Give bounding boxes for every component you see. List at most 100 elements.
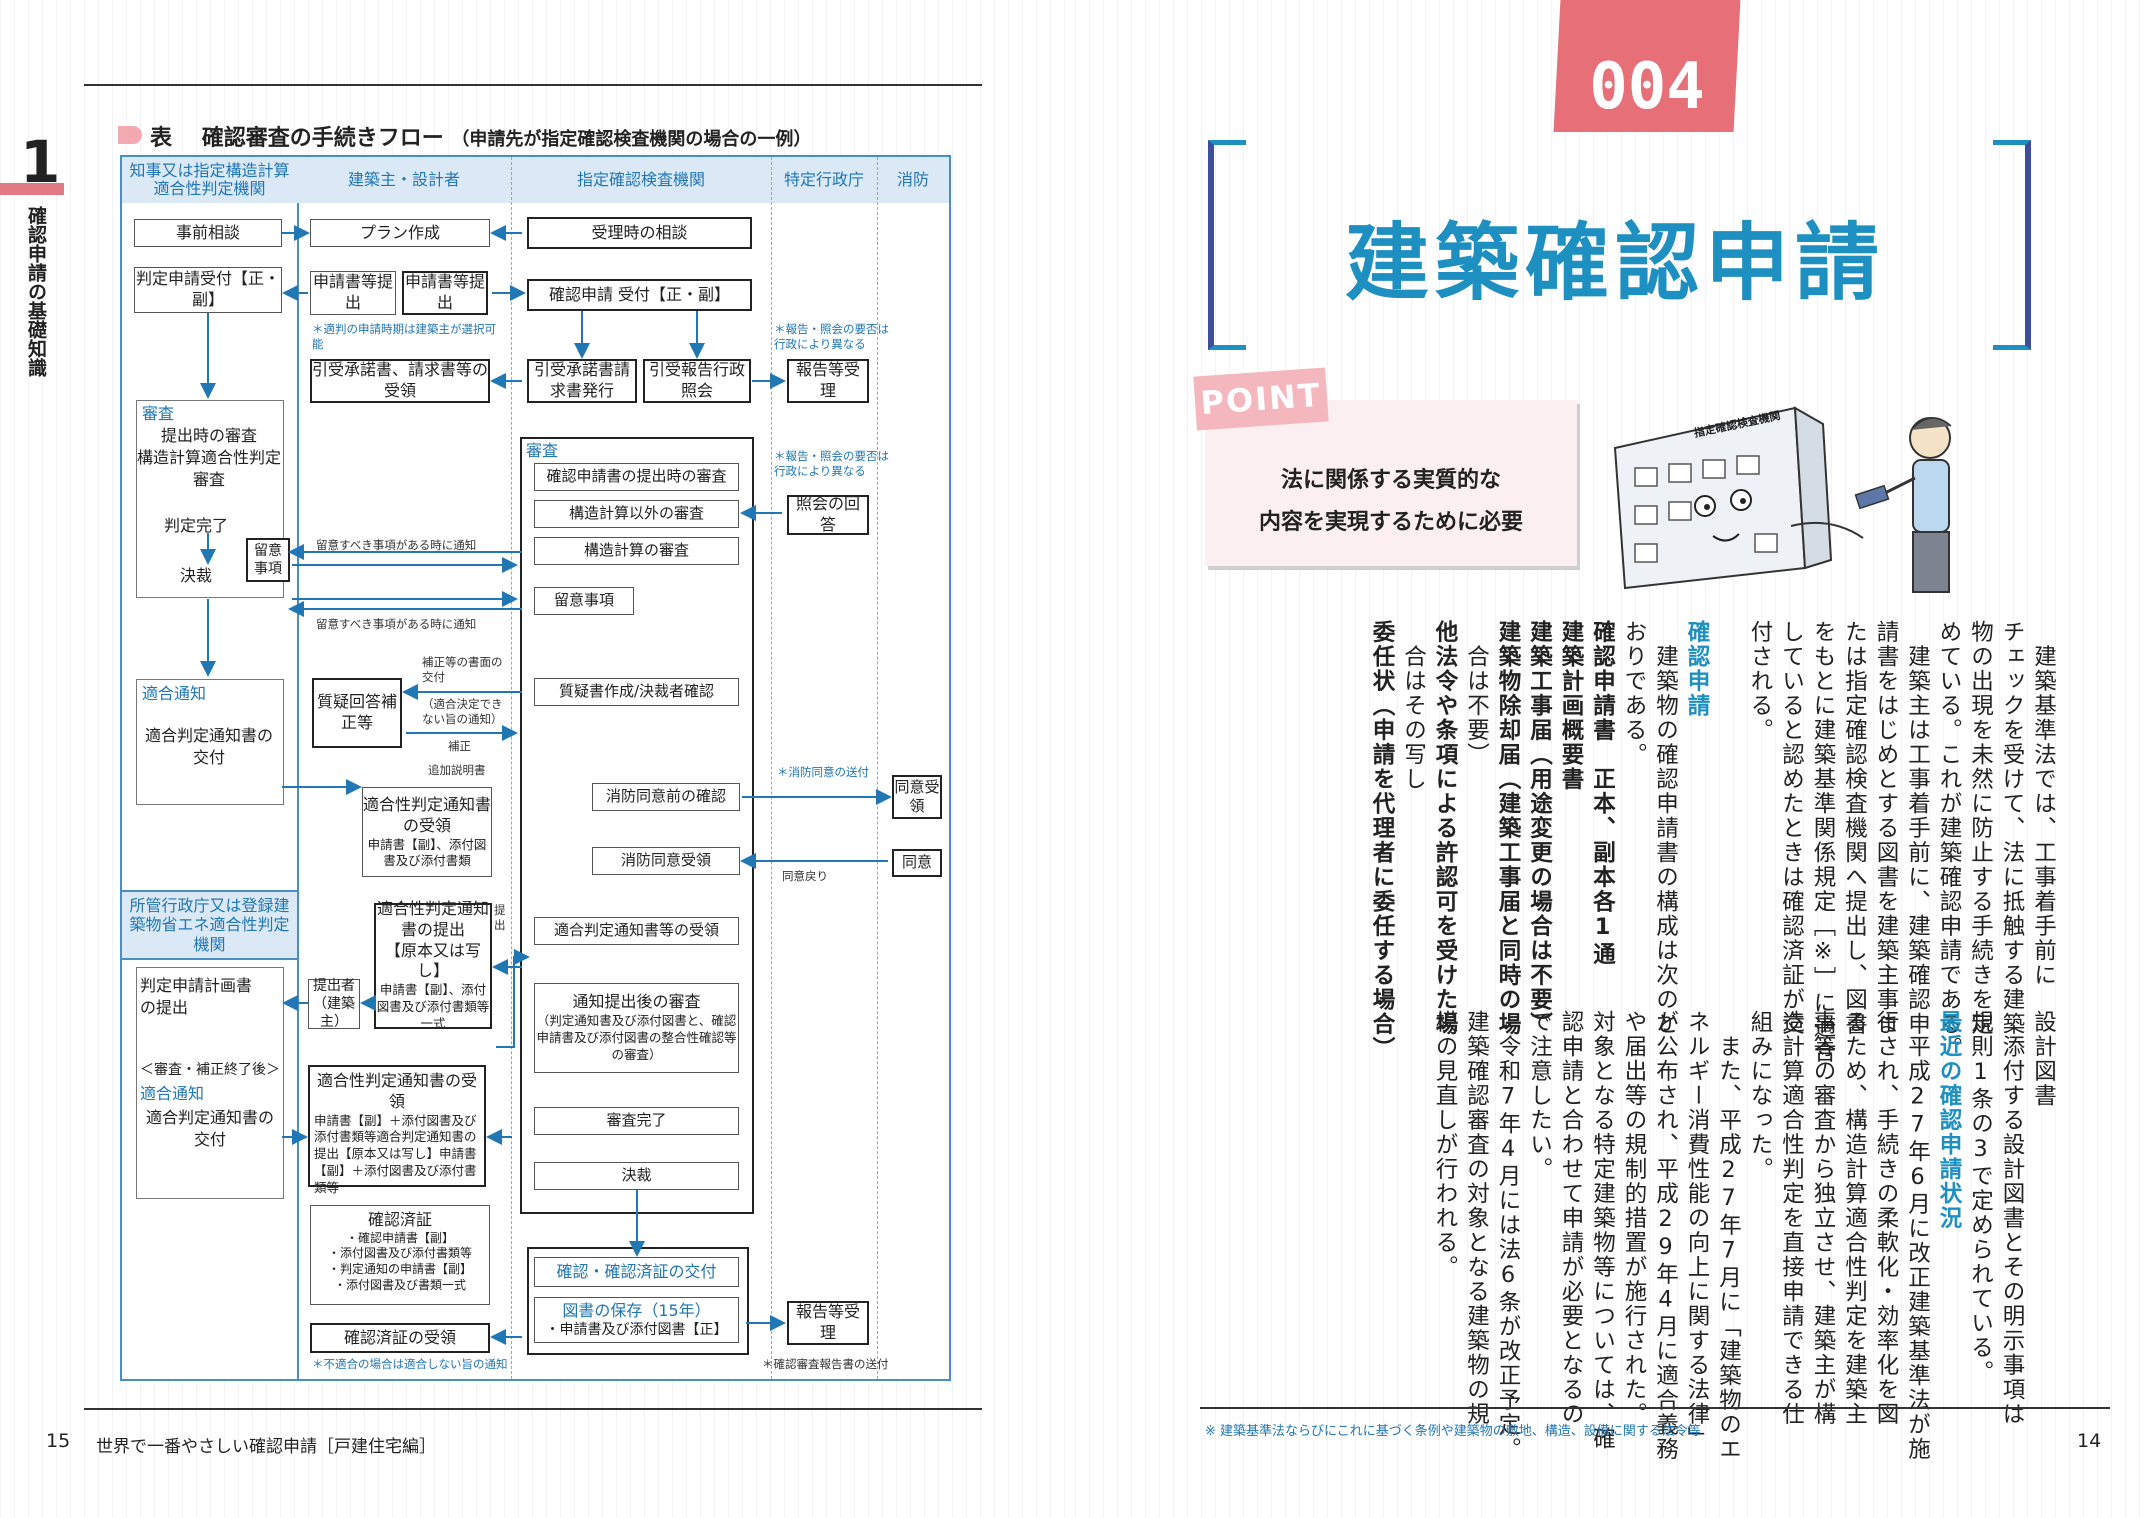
node-fire-accept: 同意受領 <box>892 775 942 819</box>
book-footer-title: 世界で一番やさしい確認申請［戸建住宅編］ <box>96 1437 436 1457</box>
note-correction: 補正 <box>448 739 471 753</box>
procedure-flow-diagram: 知事又は指定構造計算適合性判定機関 建築主・設計者 指定確認検査機関 特定行政庁… <box>120 155 951 1381</box>
review-end-label: ＜審査・補正終了後＞ <box>140 1062 280 1078</box>
cert-item: ・添付図書及び書類一式 <box>333 1277 466 1292</box>
footnote: ※ 建築基準法ならびにこれに基づく条例や建築物の敷地、構造、設備に関する法令等 <box>1205 1424 1701 1439</box>
right-page: 004 建築確認申請 POINT 法に関係する実質的な 内容を実現するために必要 <box>1075 0 2150 1518</box>
conform-notice2-title: 適合通知 <box>140 1084 205 1103</box>
receive-conform2-body: 申請書【副】＋添付図書及び添付書類等適合判定通知書の提出【原本又は写し】申請書【… <box>314 1112 477 1196</box>
left-page: 1 確認申請の基礎知識 表 確認審査の手続きフロー （申請先が指定確認検査機関の… <box>0 0 1075 1518</box>
doc-keep-title: 図書の保存（15年） <box>562 1300 711 1320</box>
note-report-1: ＊報告・照会の要否は行政により異なる <box>774 322 889 351</box>
submit-conform-title: 適合性判定通知書の提出 <box>376 899 489 939</box>
text-column: 付される。 <box>1747 620 1774 743</box>
cert-item: ・添付図書及び添付書類等 <box>327 1246 472 1261</box>
node-report-accept-1: 報告等受理 <box>787 359 869 403</box>
lane-header-fire: 消防 <box>877 157 949 203</box>
text-column: 行され、手続きの柔軟化・効率化を図 <box>1873 1010 1900 1427</box>
note-nonconform-final: ＊不適合の場合は適合しない旨の通知 <box>312 1357 508 1371</box>
submit-conform-sub: 【原本又は写し】 <box>384 940 481 981</box>
node-judge-receive: 判定申請受付【正・副】 <box>134 267 282 313</box>
title-bracket-left <box>1208 140 1246 350</box>
node-qa-correct: 質疑回答補正等 <box>312 678 402 748</box>
review-left-step3: 判定完了 <box>163 516 228 535</box>
building-icon <box>1613 406 1864 590</box>
conform-notice2-body: 適合判定通知書の交付 <box>145 1108 274 1150</box>
review-left-step2: 構造計算適合性判定審査 <box>136 448 281 490</box>
conform-notice-title: 適合通知 <box>142 684 207 703</box>
node-review-done: 審査完了 <box>534 1107 739 1135</box>
node-fire-consent: 同意 <box>892 849 942 877</box>
node-reserve-left: 留意事項 <box>246 538 290 582</box>
note-fire-return: 同意戻り <box>782 869 828 883</box>
text-column: 建築工事届（用途変更の場合は不要） <box>1526 620 1553 1037</box>
caption-marker <box>118 126 142 144</box>
review-left-title: 審査 <box>142 404 175 423</box>
submit-conform-detail: 申請書【副】、添付図書及び添付書類等一式 <box>376 982 490 1032</box>
lane-header-owner: 建築主・設計者 <box>297 157 512 203</box>
receive-conform-detail: 申請書【副】、添付図書及び添付書類 <box>367 836 487 868</box>
text-column: 委任状（申請を代理者に委任する場合） <box>1369 620 1396 1061</box>
node-receive-conform: 適合性判定通知書の受領 申請書【副】、添付図書及び添付書類 <box>362 787 492 877</box>
node-rc-2: 構造計算以外の審査 <box>534 500 739 528</box>
bottom-rule <box>84 1408 982 1410</box>
section-number: 004 <box>1589 50 1705 124</box>
cert-item: ・判定通知の申請書【副】 <box>327 1261 472 1276</box>
lane-divider <box>511 157 512 1379</box>
caption-title: 確認審査の手続きフロー <box>201 126 444 151</box>
text-column: 令和7年4月には法6条が改正予定。 <box>1495 1010 1522 1462</box>
node-approve: 決裁 <box>534 1162 739 1190</box>
node-receive-conform-2: 適合性判定通知書の受領 申請書【副】＋添付図書及び添付書類等適合判定通知書の提出… <box>308 1065 486 1195</box>
receive-conform2-title: 適合性判定通知書の受領 <box>316 1071 477 1111</box>
text-column: 模の見直しが行われる。 <box>1432 1010 1459 1280</box>
lane-header-judgment: 知事又は指定構造計算適合性判定機関 <box>122 157 298 203</box>
judge-apply-group <box>136 967 284 1199</box>
text-column: や届出等の規制的措置が施行された。 <box>1621 1010 1648 1427</box>
node-inherit-report: 引受報告行政照会 <box>643 359 751 403</box>
text-column: 建築物除却届（建築工事届と同時の場 <box>1495 620 1522 1037</box>
text-column: 組みになった。 <box>1747 1010 1774 1182</box>
text-column: るため、構造計算適合性判定を建築主 <box>1841 1010 1868 1427</box>
text-column: 建築基準法では、工事着手前に <box>2030 620 2057 988</box>
section-header-energy: 所管行政庁又は登録建築物省エネ適合性判定機関 <box>122 890 297 960</box>
point-card <box>1205 400 1577 566</box>
node-doc-keep: 図書の保存（15年） ・申請書及び添付図書【正】 <box>534 1297 739 1343</box>
point-text: 法に関係する実質的な 内容を実現するために必要 <box>1205 460 1577 544</box>
node-prior-consult: 事前相談 <box>134 219 282 247</box>
post-review-title: 通知提出後の審査 <box>572 992 701 1012</box>
node-fire-consent-receive: 消防同意受領 <box>592 847 740 875</box>
text-column: 対象となる特定建築物等については、確 <box>1589 1010 1616 1451</box>
note-submit: 提出 <box>494 903 506 932</box>
footnote-rule <box>1200 1407 2110 1409</box>
person-icon <box>1854 417 1952 593</box>
text-column: 造計算適合性判定を直接申請できる仕 <box>1778 1010 1805 1427</box>
node-cert: 確認済証 ・確認申請書【副】 ・添付図書及び添付書類等 ・判定通知の申請書【副】… <box>310 1205 490 1305</box>
title-bracket-right <box>1993 140 2031 350</box>
node-inherit-accept: 引受承諾書、請求書等の受領 <box>310 359 490 403</box>
text-column: めている。これが建築確認申請である。 <box>1936 620 1963 1061</box>
review-left-step4: 決裁 <box>179 566 212 585</box>
point-tag: POINT <box>1193 367 1329 431</box>
review-group-left <box>136 400 284 598</box>
text-column: おりである。 <box>1621 620 1648 767</box>
note-nonconform: （適合決定できない旨の通知） <box>422 697 503 726</box>
conform-notice-body: 適合判定通知書の交付 <box>144 726 273 768</box>
caption-subtitle: （申請先が指定確認検査機関の場合の一例） <box>451 129 812 150</box>
text-column: 確認申請書 正本、副本各1通 <box>1589 620 1616 967</box>
text-column: 建築計画概要書 <box>1558 620 1585 792</box>
text-column: で注意したい。 <box>1526 1010 1553 1182</box>
node-submitter: 提出者（建築主） <box>308 978 360 1030</box>
node-question-create: 質疑書作成/決裁者確認 <box>534 678 739 706</box>
text-column: ネルギー消費性能の向上に関する法律」 <box>1684 1010 1711 1451</box>
point-line: 内容を実現するために必要 <box>1258 509 1523 535</box>
page-number-left: 15 <box>46 1430 71 1452</box>
node-rc-1: 確認申請書の提出時の審査 <box>534 463 739 491</box>
node-report-accept-2: 報告等受理 <box>787 1301 869 1345</box>
node-accept-judge-notice: 適合判定通知書等の受領 <box>534 917 739 945</box>
text-column: 合はその写し <box>1400 620 1427 792</box>
node-cert-receive: 確認済証の受領 <box>310 1323 490 1353</box>
note-additional: 追加説明書 <box>428 763 486 777</box>
note-report-2: ＊報告・照会の要否は行政により異なる <box>774 449 889 478</box>
page-title: 建築確認申請 <box>1344 214 1885 312</box>
text-column: 建築物の確認申請書の構成は次のと <box>1652 620 1679 1037</box>
